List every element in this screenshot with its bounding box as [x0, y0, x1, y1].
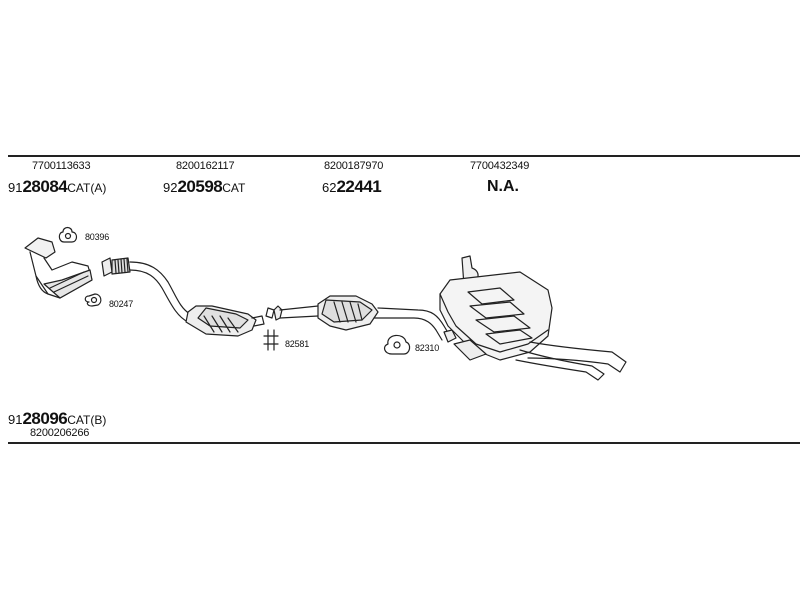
front-catalyst-icon — [24, 237, 93, 299]
part-number-bottom: 9128096CAT(B) — [8, 410, 106, 428]
part-suffix: CAT(A) — [67, 181, 107, 195]
part-suffix: CAT — [222, 181, 246, 195]
part-prefix: 91 — [8, 180, 23, 195]
part-main-number: 28096 — [22, 409, 68, 428]
part-number-2: 9220598CAT — [163, 178, 245, 196]
clip-label-82581: 82581 — [285, 339, 310, 349]
part-prefix: 62 — [322, 180, 337, 195]
oem-number-3: 8200187970 — [324, 160, 384, 172]
part-prefix: 92 — [163, 180, 178, 195]
oem-number-bottom: 8200206266 — [30, 427, 90, 439]
clip-label-80396: 80396 — [85, 232, 110, 242]
oem-number-4: 7700432349 — [470, 160, 530, 172]
clip-82310-icon — [383, 334, 411, 355]
part-prefix: 91 — [8, 412, 23, 427]
part-number-1: 9128084CAT(A) — [8, 178, 106, 196]
part-main-number: 22441 — [336, 177, 382, 196]
clip-label-82310: 82310 — [415, 343, 440, 353]
front-pipe-icon — [101, 257, 191, 323]
catalyst-1-icon — [185, 305, 265, 337]
clip-80247-icon — [84, 293, 102, 307]
oem-number-2: 8200162117 — [176, 160, 235, 172]
part-number-3: 6222441 — [322, 177, 382, 196]
part-main-number: 20598 — [177, 177, 223, 196]
top-divider-line — [8, 155, 800, 157]
part-main-number: 28084 — [22, 177, 68, 196]
catalyst-2-icon — [273, 295, 457, 343]
rear-silencer-icon — [439, 255, 627, 381]
part-suffix: CAT(B) — [67, 413, 107, 427]
clip-82581-icon — [263, 307, 279, 351]
bottom-divider-line — [8, 442, 800, 444]
oem-number-1: 7700113633 — [32, 160, 91, 172]
clip-80396-icon — [58, 226, 78, 243]
clip-label-80247: 80247 — [109, 299, 134, 309]
not-available-label: N.A. — [487, 178, 519, 195]
